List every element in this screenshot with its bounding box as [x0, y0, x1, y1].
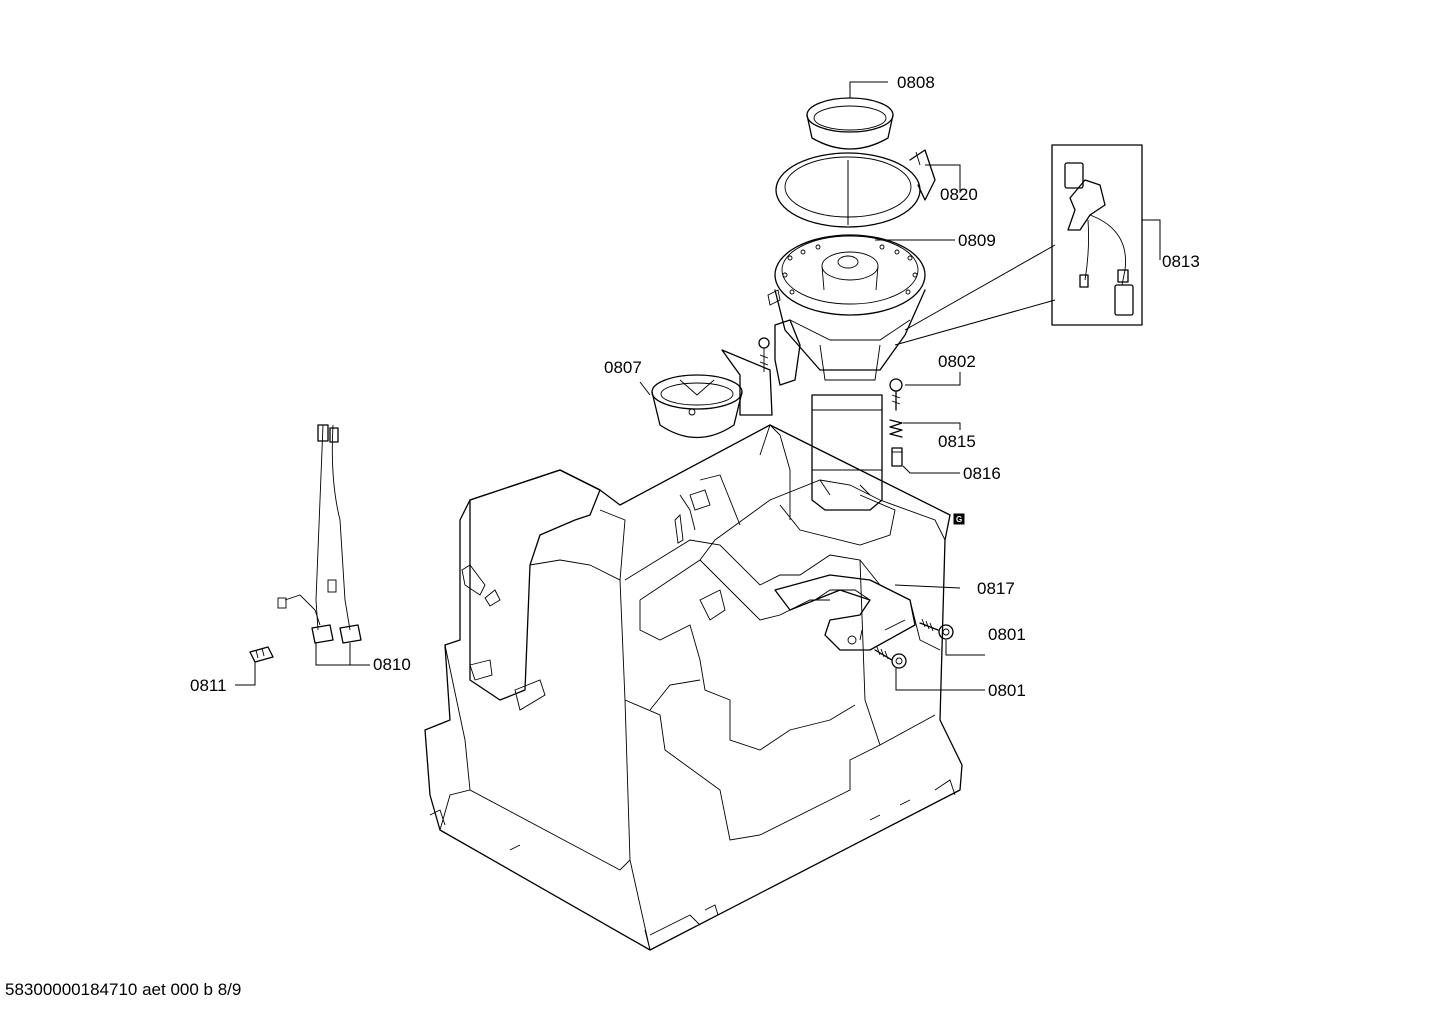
connector-0811 [249, 646, 274, 663]
motor-ring-teeth [782, 244, 918, 295]
grinder-motor-0809 [767, 234, 926, 511]
document-footer: 58300000184710 aet 000 b 8/9 [5, 980, 242, 999]
screw-0802 [889, 378, 903, 411]
label-0809: 0809 [958, 231, 996, 250]
label-0801-lower: 0801 [988, 681, 1026, 700]
part-labels: 0808 0820 0809 0813 0807 0802 0815 0816 … [190, 73, 1200, 700]
wire-pair-0810 [277, 424, 362, 644]
badge-letter: G [956, 515, 962, 524]
g-badge: G [953, 513, 965, 525]
label-0802: 0802 [938, 352, 976, 371]
screw-0801-upper [919, 618, 954, 640]
label-0820: 0820 [940, 185, 978, 204]
ring-0820 [775, 149, 936, 228]
motor-bracket-0817 [774, 574, 916, 651]
label-0816: 0816 [963, 464, 1001, 483]
top-ring-0808 [806, 97, 894, 150]
funnel-0807 [651, 349, 773, 439]
screw-near-funnel [758, 337, 770, 372]
label-0813: 0813 [1162, 252, 1200, 271]
label-0811: 0811 [190, 676, 227, 695]
bolt-0816 [891, 447, 903, 467]
leader-lines [235, 81, 1161, 691]
label-0808: 0808 [897, 73, 935, 92]
spring-0815 [889, 419, 903, 438]
label-0807: 0807 [604, 358, 642, 377]
label-0810: 0810 [373, 655, 411, 674]
base-chassis [424, 424, 963, 951]
wire-harness-0813 [1051, 144, 1143, 326]
label-0815: 0815 [938, 432, 976, 451]
label-0801-upper: 0801 [988, 625, 1026, 644]
screw-0801-lower [874, 646, 907, 669]
label-0817: 0817 [977, 579, 1015, 598]
